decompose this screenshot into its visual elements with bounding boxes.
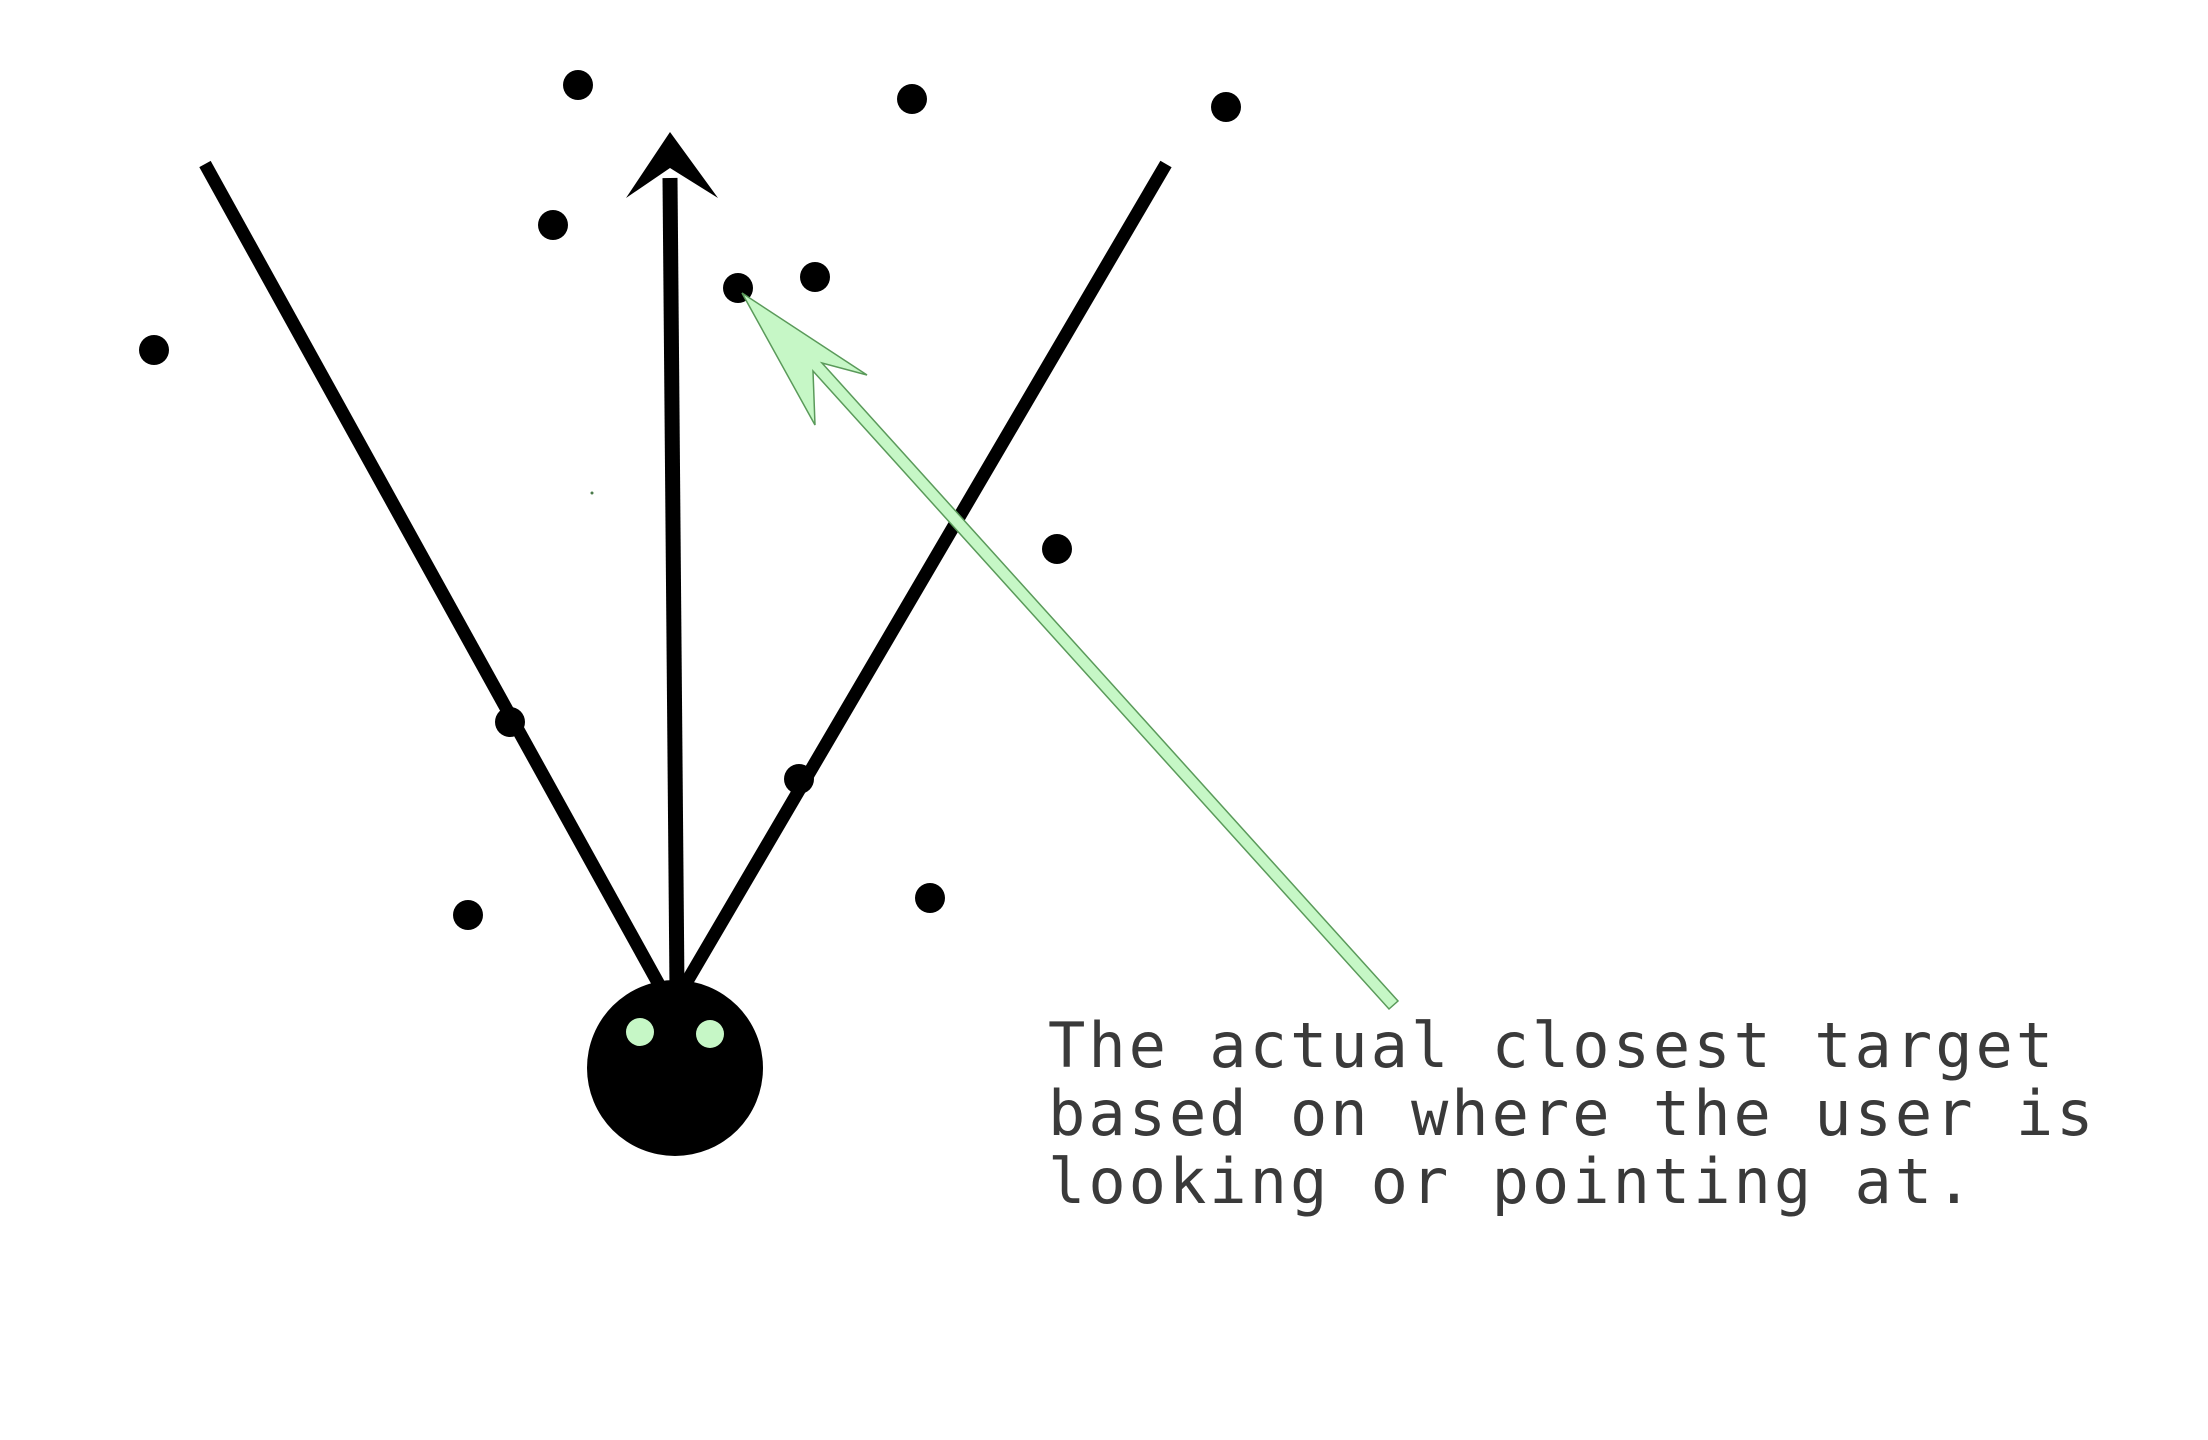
- target-dot: [495, 707, 525, 737]
- target-dot: [784, 764, 814, 794]
- target-dot: [1211, 92, 1241, 122]
- target-dot: [563, 70, 593, 100]
- user-eye-left: [626, 1018, 654, 1046]
- target-dot: [139, 335, 169, 365]
- fov-right-boundary: [676, 160, 1172, 994]
- caption-line: based on where the user is: [1048, 1077, 2097, 1150]
- user-eye-right: [696, 1020, 724, 1048]
- target-dot: [1042, 534, 1072, 564]
- target-dots: [139, 70, 1241, 930]
- caption-text: The actual closest target based on where…: [1048, 1012, 2178, 1216]
- user-head-icon: [587, 980, 763, 1156]
- target-dot: [800, 262, 830, 292]
- arrow-pointer-icon: [741, 292, 1400, 1011]
- target-dot: [897, 84, 927, 114]
- stray-mark: [590, 491, 594, 495]
- caption-line: looking or pointing at.: [1048, 1145, 1976, 1218]
- arrow-up-icon: [626, 132, 718, 198]
- user-head: [587, 980, 763, 1156]
- target-dot: [538, 210, 568, 240]
- fov-left-boundary: [199, 160, 668, 994]
- target-dot: [915, 883, 945, 913]
- forward-arrow-shaft: [662, 177, 685, 991]
- target-dot: [453, 900, 483, 930]
- caption-line: The actual closest target: [1048, 1009, 2057, 1082]
